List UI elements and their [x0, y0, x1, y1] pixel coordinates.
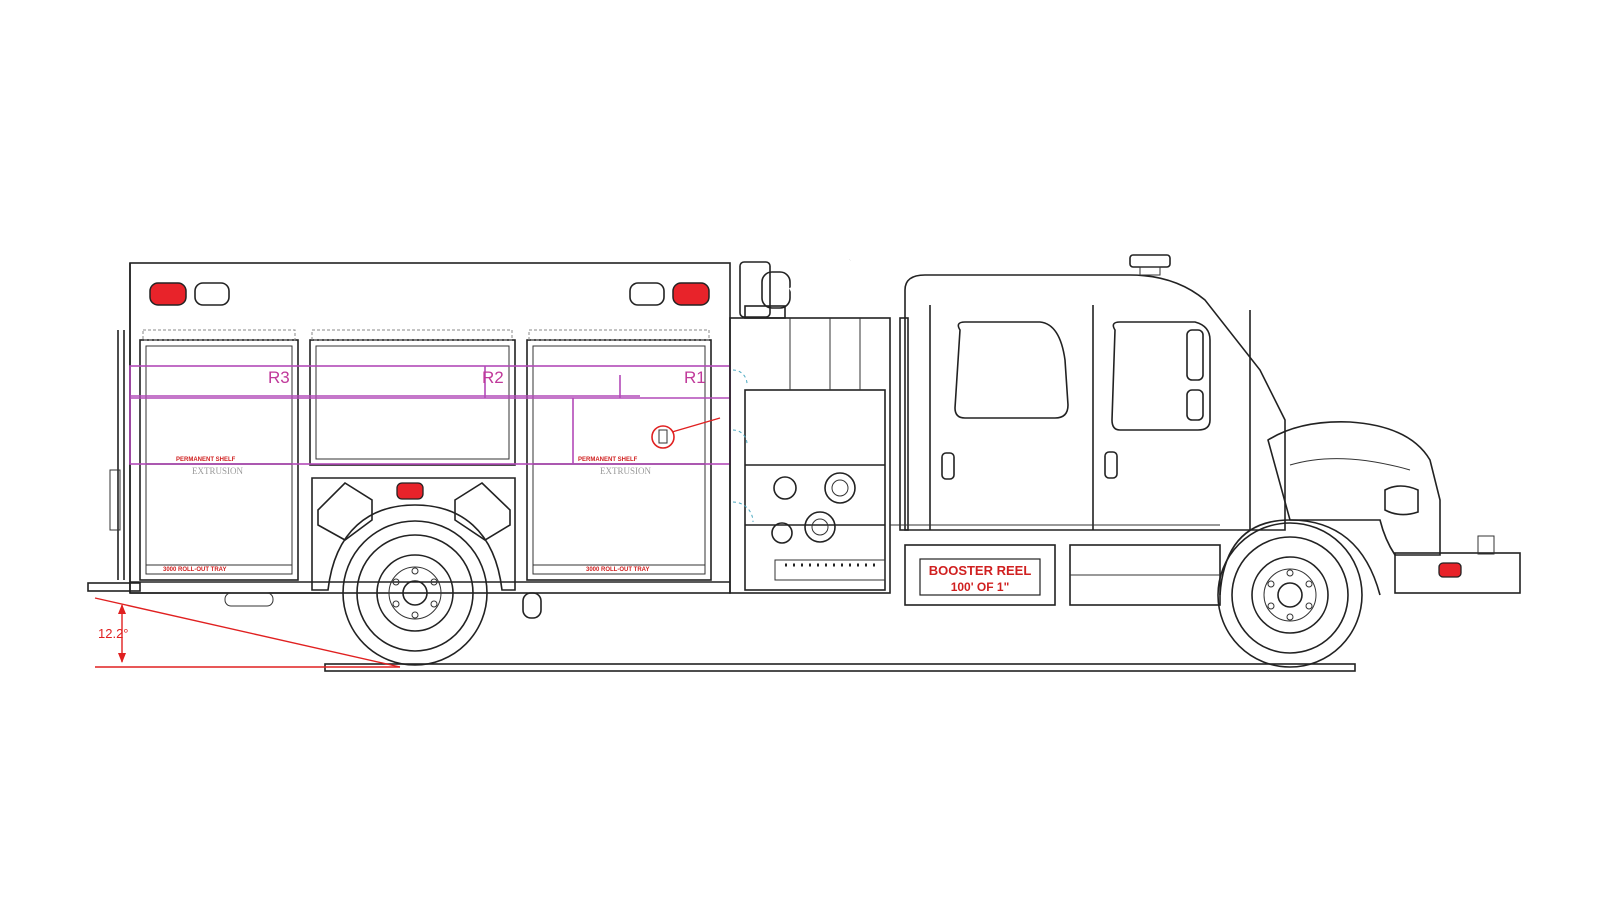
rear-wheel-well	[311, 477, 516, 591]
label-permanent-shelf-right: PERMANENT SHELF	[578, 457, 638, 463]
rear-door-window	[1111, 321, 1211, 431]
booster-reel-label-line2: 100' OF 1"	[951, 580, 1010, 594]
label-r3: R3	[268, 368, 290, 387]
departure-angle-dimension	[94, 597, 401, 668]
front-door-window	[954, 321, 1069, 419]
light-rear-right	[672, 282, 710, 306]
lightbar	[1129, 254, 1171, 268]
door-r2	[309, 339, 516, 466]
pump-panel	[651, 317, 891, 594]
ground-line	[324, 663, 1356, 672]
booster-reel-label-box	[919, 558, 1041, 596]
front-bumper	[1394, 552, 1521, 594]
wheel-well-light	[396, 482, 424, 500]
label-extrusion-right: EXTRUSION	[600, 466, 651, 476]
front-wheel	[1217, 519, 1381, 668]
departure-angle-label: 12.2°	[98, 626, 129, 641]
hood-front	[1267, 421, 1521, 594]
light-rear-left	[149, 282, 187, 306]
label-r1: R1	[684, 368, 706, 387]
rear-wheel	[342, 520, 488, 666]
crew-cab	[899, 254, 1286, 531]
label-tray-left: 3000 ROLL-OUT TRAY	[163, 567, 226, 573]
label-tray-right: 3000 ROLL-OUT TRAY	[586, 567, 649, 573]
compartment-markers	[129, 365, 731, 465]
label-r2: R2	[482, 368, 504, 387]
booster-reel-label-line1: BOOSTER REEL	[929, 563, 1032, 578]
bumper-light	[1438, 562, 1462, 578]
label-extrusion-left: EXTRUSION	[192, 466, 243, 476]
apparatus-body	[87, 262, 731, 594]
air-tank	[522, 592, 542, 619]
running-board	[890, 524, 1221, 606]
deck-gun	[739, 258, 851, 319]
label-permanent-shelf-left: PERMANENT SHELF	[176, 457, 236, 463]
compartment-doors	[139, 329, 712, 581]
light-rear-left-clear	[194, 282, 230, 306]
light-rear-right-clear	[629, 282, 665, 306]
body-marker-lights	[149, 282, 710, 306]
